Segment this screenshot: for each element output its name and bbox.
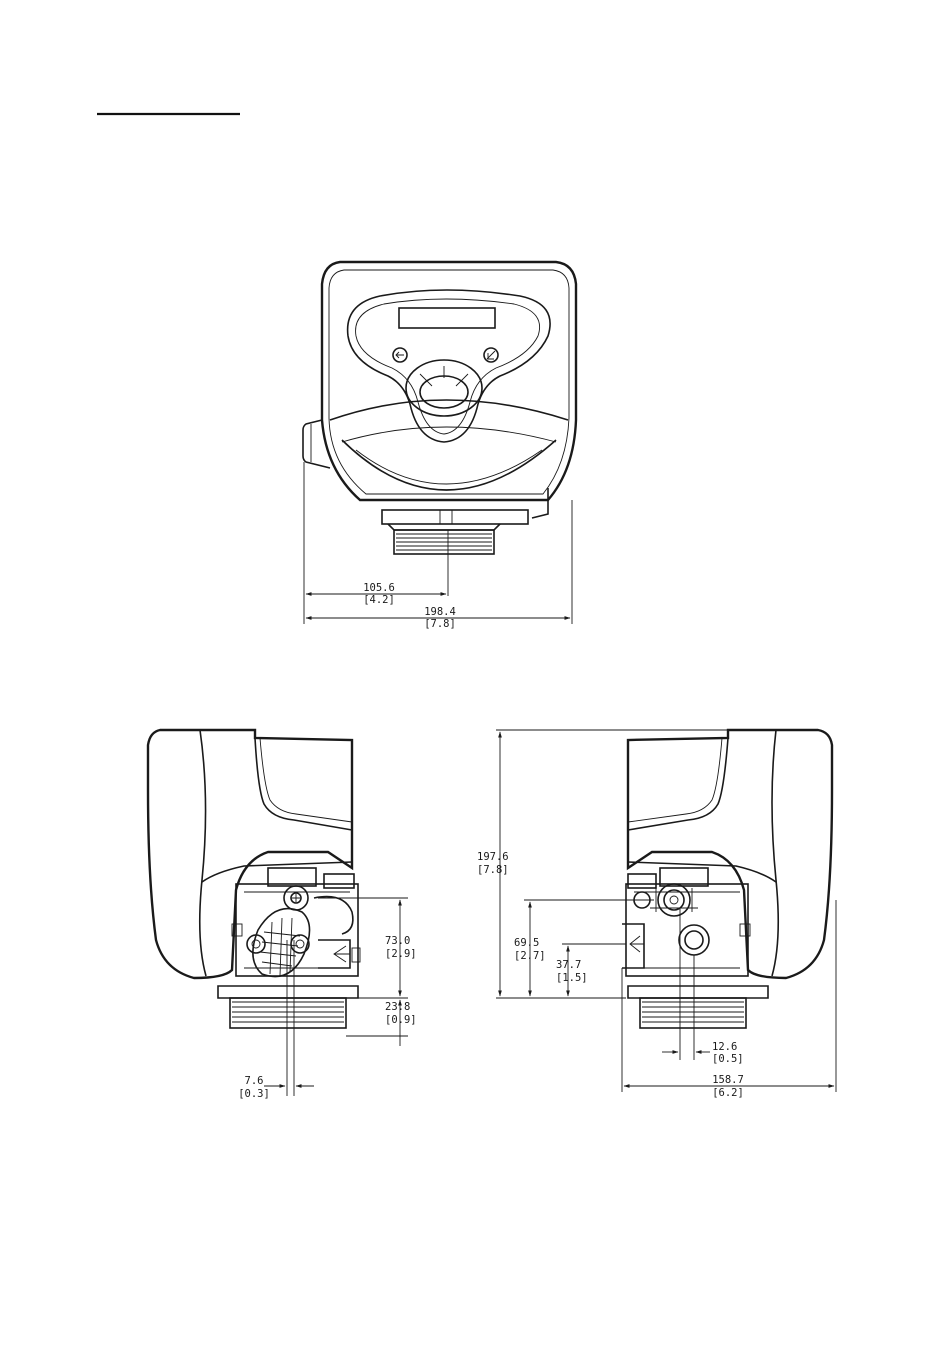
dim-right-69-value: 69.5 bbox=[514, 937, 539, 949]
front-view: 105.6 [4.2] 198.4 [7.8] bbox=[303, 262, 576, 630]
dim-left-7-value: 7.6 bbox=[245, 1075, 264, 1087]
dim-left-73-inch: [2.9] bbox=[385, 948, 417, 960]
dim-left-73-value: 73.0 bbox=[385, 935, 410, 947]
dim-right-158-value: 158.7 bbox=[712, 1074, 744, 1086]
center-dial-icon bbox=[406, 360, 482, 416]
dim-front-center-value: 105.6 bbox=[363, 582, 395, 594]
dim-left-23-inch: [0.9] bbox=[385, 1014, 417, 1026]
dim-right-158-inch: [6.2] bbox=[712, 1087, 744, 1099]
dim-front-width-inch: [7.8] bbox=[424, 618, 456, 630]
front-housing bbox=[322, 262, 576, 500]
dim-right-197-inch: [7.8] bbox=[477, 864, 509, 876]
dim-right-37-value: 37.7 bbox=[556, 959, 581, 971]
dim-front-width-value: 198.4 bbox=[424, 606, 456, 618]
right-housing bbox=[628, 730, 832, 978]
dim-right-12-inch: [0.5] bbox=[712, 1053, 744, 1065]
dim-right-37-inch: [1.5] bbox=[556, 972, 588, 984]
dim-right-12-value: 12.6 bbox=[712, 1041, 737, 1053]
dim-front-center-inch: [4.2] bbox=[363, 594, 395, 606]
lcd-window bbox=[399, 308, 495, 328]
dim-left-23-value: 23.8 bbox=[385, 1001, 410, 1013]
dim-right-69-inch: [2.7] bbox=[514, 950, 546, 962]
display-panel bbox=[348, 290, 550, 442]
left-arrow-button-icon bbox=[393, 348, 407, 362]
dim-left-7-inch: [0.3] bbox=[238, 1088, 270, 1100]
right-side-view: 197.6 [7.8] 69.5 [2.7] 37.7 [1.5] 12.6 [… bbox=[477, 730, 836, 1099]
left-side-view: 73.0 [2.9] 23.8 [0.9] 7.6 [0.3] bbox=[148, 730, 417, 1100]
dim-right-197-value: 197.6 bbox=[477, 851, 509, 863]
regen-button-icon bbox=[484, 348, 498, 362]
